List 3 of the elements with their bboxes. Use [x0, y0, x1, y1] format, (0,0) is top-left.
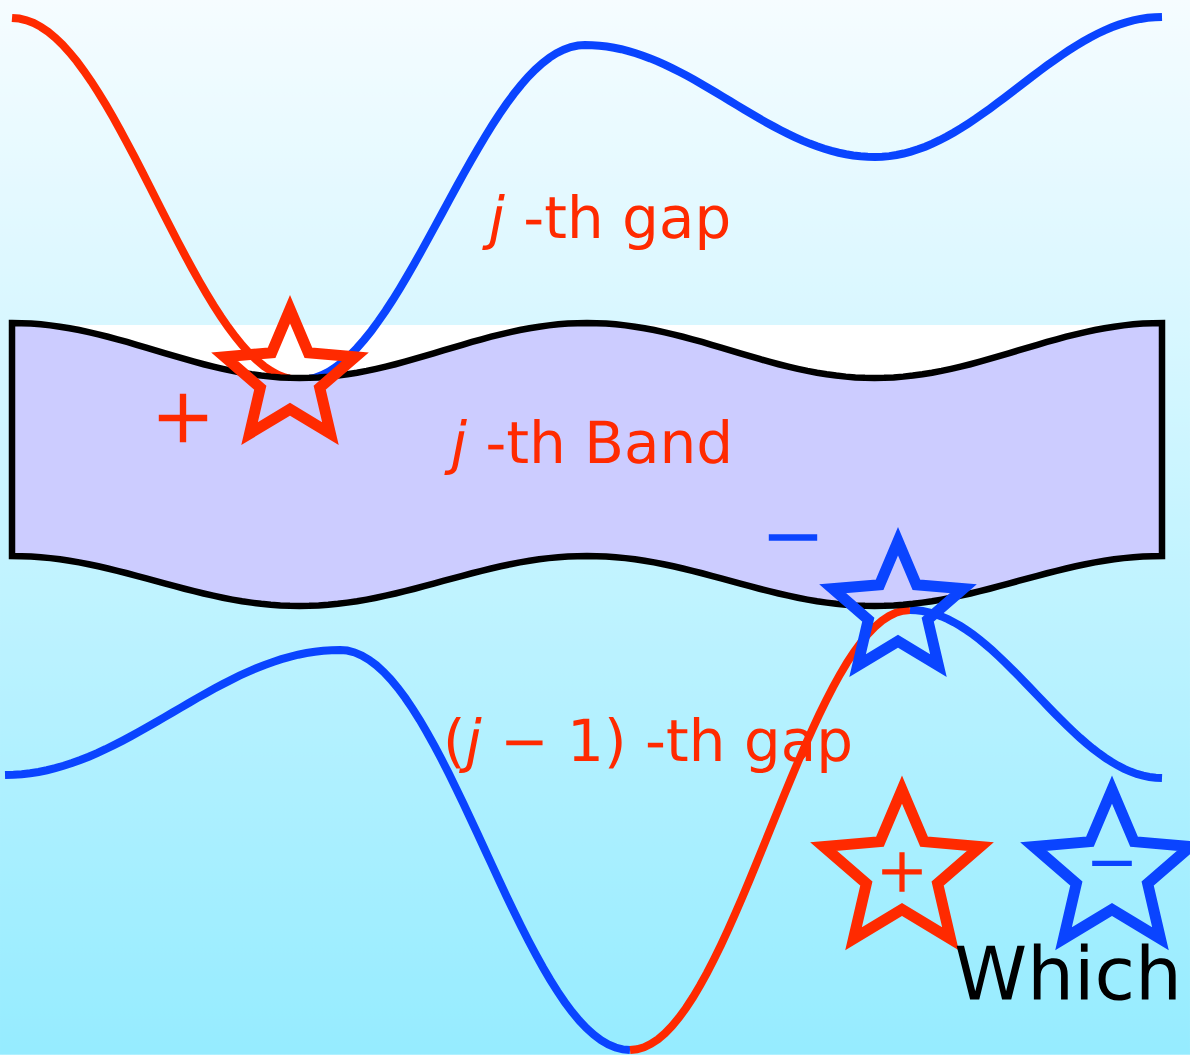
sign-label: + [158, 393, 208, 443]
sign-label: − [768, 534, 818, 541]
gap-label: j -th gap [482, 193, 729, 251]
